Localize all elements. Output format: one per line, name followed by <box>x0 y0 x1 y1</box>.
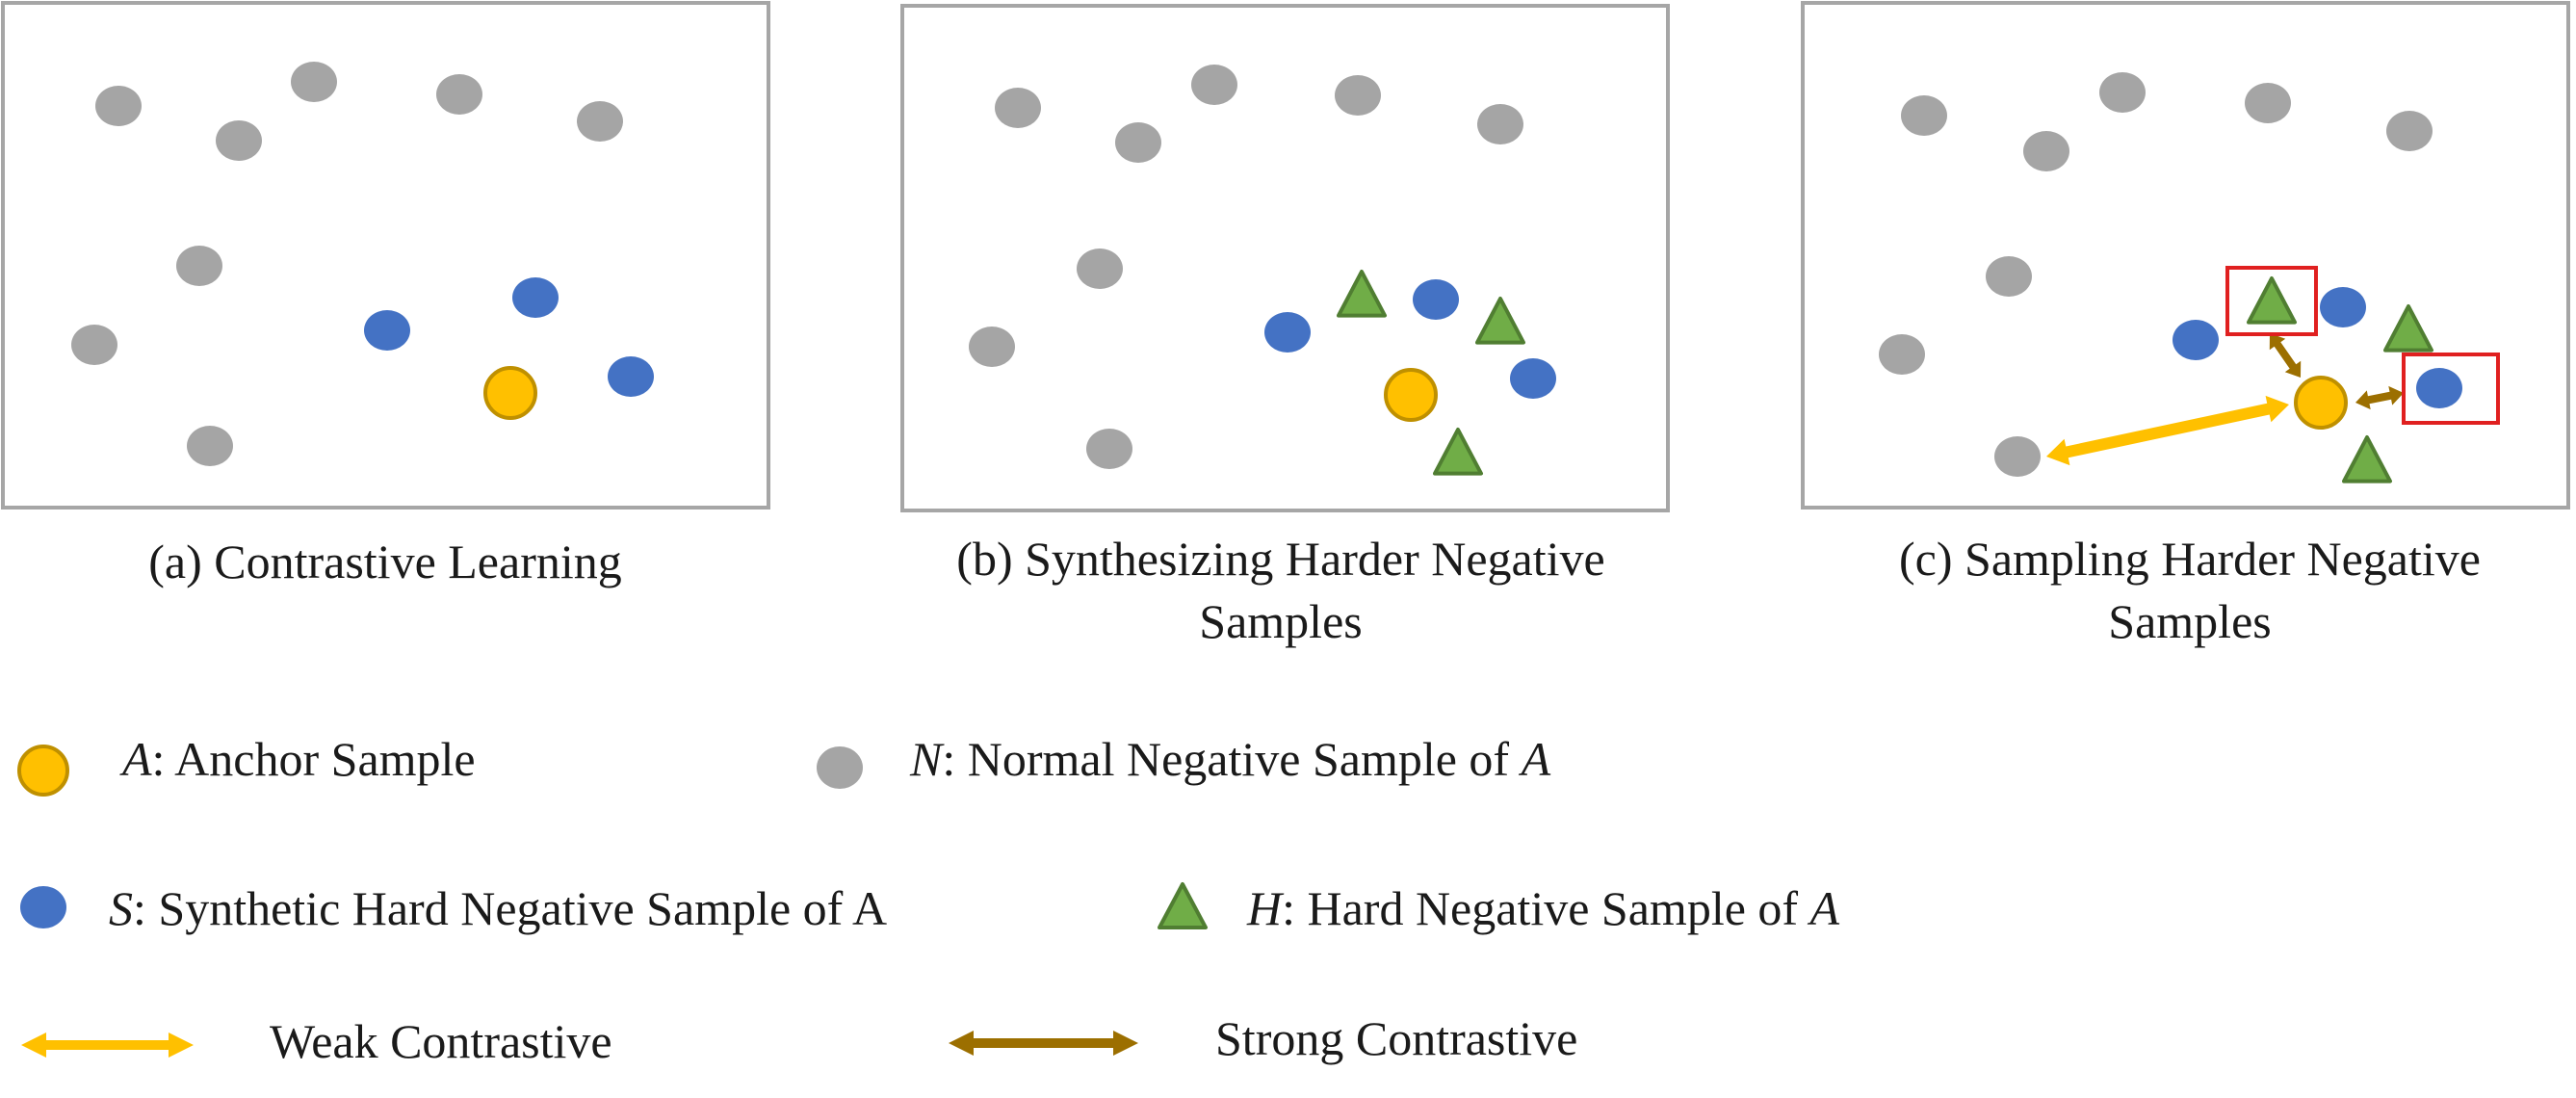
panel-b-caption-line1: (b) Synthesizing Harder Negative <box>956 532 1604 586</box>
legend-strong-label: Strong Contrastive <box>1215 1011 1577 1065</box>
normal-negative-dot <box>176 246 222 286</box>
strong-contrastive-arrow <box>2269 333 2302 378</box>
legend-synthetic-icon <box>20 886 66 928</box>
legend-strong-arrow-icon <box>949 1031 1138 1056</box>
hard-negative-triangle <box>2342 435 2392 484</box>
legend-hard-icon <box>1158 882 1208 929</box>
highlight-box <box>2402 353 2500 425</box>
normal-negative-dot <box>1191 65 1237 105</box>
normal-negative-dot <box>1477 104 1523 144</box>
panel-b-marks <box>969 65 1556 476</box>
legend-normal-label: N: Normal Negative Sample of A <box>909 732 1551 786</box>
normal-negative-dot <box>1335 75 1381 116</box>
normal-negative-dot <box>2245 83 2291 123</box>
normal-negative-dot <box>1901 95 1947 136</box>
legend-anchor-symbol: A <box>119 732 152 786</box>
normal-negative-dot <box>291 62 337 102</box>
legend-hard-ref: A <box>1808 881 1840 935</box>
legend-synthetic-label: S: Synthetic Hard Negative Sample of A <box>109 881 887 935</box>
legend-normal-text: : Normal Negative Sample of <box>942 732 1521 786</box>
hard-negative-triangle <box>2383 304 2433 353</box>
panel-c-caption-line1: (c) Sampling Harder Negative <box>1899 532 2481 586</box>
legend-normal-ref: A <box>1519 732 1551 786</box>
normal-negative-dot <box>2386 111 2433 151</box>
anchor-dot <box>1384 368 1438 422</box>
normal-negative-dot <box>216 120 262 161</box>
hard-negative-triangle <box>2247 276 2297 325</box>
normal-negative-dot <box>1879 334 1925 375</box>
legend-anchor-icon <box>17 745 69 797</box>
normal-negative-dot <box>1986 256 2032 297</box>
panel-c-marks <box>1879 72 2462 484</box>
normal-negative-dot <box>95 86 142 126</box>
normal-negative-dot <box>2099 72 2146 113</box>
legend-anchor-label: A: Anchor Sample <box>119 732 476 786</box>
legend-hard-symbol: H <box>1246 881 1285 935</box>
hard-negative-triangle <box>1433 428 1483 476</box>
normal-negative-dot <box>2023 131 2069 171</box>
panel-b-frame <box>900 4 1670 512</box>
panel-c-caption-line2: Samples <box>2108 594 2271 648</box>
synthetic-negative-dot <box>608 356 654 397</box>
normal-negative-dot <box>187 426 233 466</box>
panel-c-boxes <box>2225 266 2500 425</box>
legend-weak-arrow-icon <box>21 1033 194 1058</box>
legend-normal-icon <box>817 746 863 789</box>
legend-synthetic-symbol: S <box>109 881 133 935</box>
normal-negative-dot <box>969 327 1015 367</box>
panel-b-caption-line2: Samples <box>1199 594 1362 648</box>
synthetic-negative-dot <box>2173 320 2219 360</box>
panel-a-caption: (a) Contrastive Learning <box>148 535 621 588</box>
legend-weak-label: Weak Contrastive <box>270 1014 612 1068</box>
synthetic-negative-dot <box>1510 358 1556 399</box>
anchor-dot <box>2294 376 2348 430</box>
highlight-box <box>2225 266 2318 336</box>
hard-negative-triangle <box>1475 297 1525 345</box>
legend-hard-label: H: Hard Negative Sample of A <box>1246 881 1840 935</box>
hard-negative-triangle <box>1337 270 1387 318</box>
synthetic-negative-dot <box>1264 312 1311 353</box>
legend-synthetic-text: : Synthetic Hard Negative Sample of A <box>133 881 887 935</box>
legend-hard-text: : Hard Negative Sample of <box>1282 881 1809 935</box>
normal-negative-dot <box>1115 122 1161 163</box>
panel-c-arrows <box>2046 333 2404 466</box>
normal-negative-dot <box>995 88 1041 128</box>
normal-negative-dot <box>1077 248 1123 289</box>
panel-a-marks <box>71 62 654 466</box>
synthetic-negative-dot <box>512 277 559 318</box>
normal-negative-dot <box>436 74 482 115</box>
legend-anchor-text: : Anchor Sample <box>152 732 476 786</box>
synthetic-negative-dot <box>2320 287 2366 327</box>
synthetic-negative-dot <box>364 310 410 351</box>
anchor-dot <box>483 366 537 420</box>
panel-c-frame <box>1801 1 2570 510</box>
legend-normal-symbol: N <box>909 732 945 786</box>
normal-negative-dot <box>1994 436 2041 477</box>
normal-negative-dot <box>71 325 117 365</box>
strong-contrastive-arrow <box>2355 385 2404 410</box>
weak-contrastive-arrow <box>2046 395 2289 466</box>
synthetic-negative-dot <box>1413 279 1459 320</box>
normal-negative-dot <box>1086 429 1132 469</box>
panel-a-frame <box>1 1 770 510</box>
synthetic-negative-dot <box>2416 368 2462 408</box>
normal-negative-dot <box>577 101 623 142</box>
